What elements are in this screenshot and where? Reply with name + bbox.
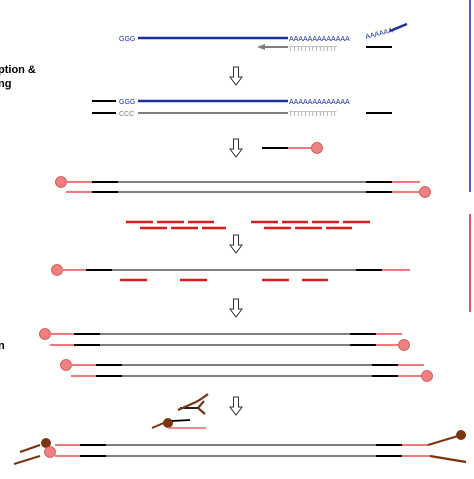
capture-bead-icon <box>41 438 51 448</box>
ts-ggg-label: GGG <box>119 99 135 106</box>
step-label-capture: n <box>0 340 5 352</box>
capture-bead-icon <box>456 430 466 440</box>
bead-icon <box>51 264 63 276</box>
bead-icon <box>419 186 431 198</box>
probe-pool <box>126 220 370 230</box>
final-capture-arm-left-low <box>13 454 41 466</box>
rna-ggg-label: GGG <box>119 36 135 43</box>
bead-icon <box>398 339 410 351</box>
ts-poly-a-label: AAAAAAAAAAAAA <box>289 99 350 106</box>
bead-icon <box>311 142 323 154</box>
bead-icon <box>421 370 433 382</box>
ts-ccc-label: CCC <box>119 111 134 118</box>
bead-icon <box>44 446 56 458</box>
final-capture-arm-left <box>19 443 41 454</box>
down-arrow-icon <box>229 298 243 318</box>
down-arrow-icon <box>229 138 243 158</box>
bead-icon <box>55 176 67 188</box>
final-capture-arm-right <box>427 434 459 447</box>
capture-bead-icon <box>151 418 206 429</box>
final-capture-arm-right-low <box>429 454 467 464</box>
rt-primer-poly-t-label: TTTTTTTTTTTTT <box>289 47 337 53</box>
bead-icon <box>60 359 72 371</box>
ts-poly-t-label: TTTTTTTTTTTTT <box>289 112 337 118</box>
down-arrow-icon <box>229 66 243 86</box>
rna-poly-a-tail-label: AAAAAA <box>365 27 394 41</box>
y-adapter-icon <box>177 393 209 415</box>
rna-tail-upper <box>389 22 408 33</box>
step-label-template-switching: ng <box>0 78 12 90</box>
down-arrow-icon <box>229 396 243 416</box>
down-arrow-icon <box>229 234 243 254</box>
bead-icon <box>39 328 51 340</box>
rna-poly-a-label: AAAAAAAAAAAAA <box>289 36 350 43</box>
rt-extension-arrowhead <box>257 44 265 50</box>
step-label-reverse-transcription: ption & <box>0 64 36 76</box>
